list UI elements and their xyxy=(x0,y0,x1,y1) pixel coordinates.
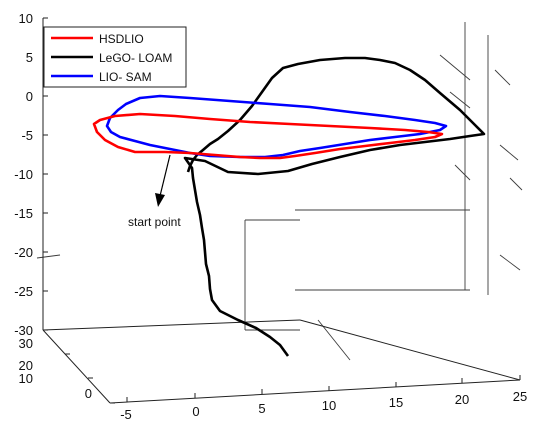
axis-line xyxy=(42,319,301,331)
y-tick-label: 10 xyxy=(19,371,33,386)
x-tick-label: 15 xyxy=(389,395,403,410)
z-tick-label: 0 xyxy=(26,89,33,104)
z-tick-label: -30 xyxy=(14,323,33,338)
z-tick-label: -10 xyxy=(14,167,33,182)
legend-label-lio-sam: LIO- SAM xyxy=(99,70,152,84)
axis-line xyxy=(299,319,521,381)
z-tick-label: -15 xyxy=(14,206,33,221)
axis-line xyxy=(42,329,111,404)
z-tick-label: -20 xyxy=(14,245,33,260)
y-tick-label: 0 xyxy=(85,386,92,401)
x-tick-label: 10 xyxy=(322,398,336,413)
y-tick-label: 20 xyxy=(19,358,33,373)
grid-line xyxy=(439,54,471,81)
grid-line xyxy=(454,164,471,181)
y-tick-label: 30 xyxy=(19,336,33,351)
grid-line xyxy=(36,254,61,259)
legend: HSDLIO LeGO- LOAM LIO- SAM xyxy=(43,26,187,88)
series-line-hsdlio xyxy=(92,112,444,160)
grid-line xyxy=(499,254,521,271)
y-ticks xyxy=(43,329,115,404)
x-tick-label: 20 xyxy=(455,392,469,407)
x-tick-label: 5 xyxy=(258,401,265,416)
z-tick-label: -5 xyxy=(21,128,33,143)
grid-line xyxy=(494,69,511,86)
x-tick-label: 25 xyxy=(513,389,527,404)
z-tick-label: -25 xyxy=(14,284,33,299)
grid-line xyxy=(449,91,471,109)
grid-line xyxy=(509,177,523,191)
series-line-lego-loam xyxy=(183,56,486,357)
x-tick-labels: -5 0 5 10 15 20 25 xyxy=(120,389,527,422)
start-point-arrow xyxy=(155,154,171,207)
series-line-lio-sam xyxy=(105,94,448,159)
grid-line xyxy=(499,144,519,161)
x-ticks xyxy=(126,375,521,402)
legend-label-lego-loam: LeGO- LOAM xyxy=(99,51,172,65)
z-tick-label: 5 xyxy=(26,50,33,65)
x-tick-label: 0 xyxy=(192,404,199,419)
grid xyxy=(36,22,523,361)
z-tick-label: 10 xyxy=(19,11,33,26)
legend-label-hsdlio: HSDLIO xyxy=(99,32,144,46)
x-tick-label: -5 xyxy=(120,407,132,422)
x-axis-line xyxy=(109,379,521,404)
start-point-label: start point xyxy=(128,215,181,229)
y-tick-labels: 30 20 10 0 xyxy=(19,336,92,401)
z-tick-labels: 10 5 0 -5 -10 -15 -20 -25 -30 xyxy=(14,11,33,338)
